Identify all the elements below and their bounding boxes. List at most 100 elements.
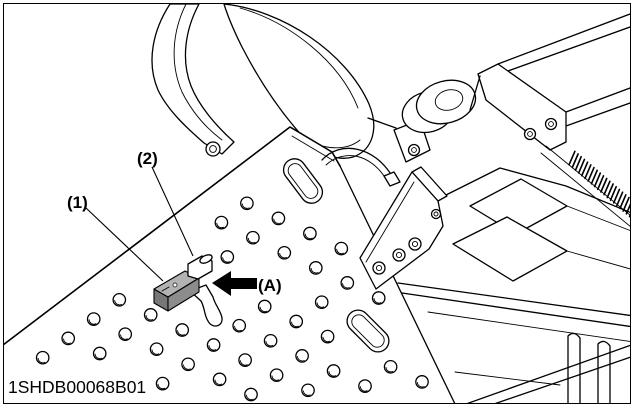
plate-hole-wall bbox=[151, 349, 160, 355]
plate-hole-rim bbox=[303, 226, 317, 241]
deck-pad-lower bbox=[452, 216, 568, 282]
spring-coil bbox=[612, 188, 621, 204]
leader-line-part-2 bbox=[151, 166, 194, 257]
machine-drawing bbox=[4, 4, 630, 403]
plate-hole-rim bbox=[334, 241, 349, 256]
leader-line-part-1 bbox=[85, 207, 164, 282]
plate-hole-rim bbox=[232, 318, 247, 333]
plate-hole-rim bbox=[220, 250, 235, 264]
plate-hole bbox=[155, 376, 170, 391]
plate-hole bbox=[35, 350, 50, 365]
plate-hole-rim bbox=[340, 276, 355, 290]
plate-hole bbox=[112, 292, 127, 307]
deck-edge bbox=[566, 205, 630, 231]
bracket-bolt-head bbox=[392, 248, 406, 262]
plate-hole-wall bbox=[37, 357, 46, 364]
perforated-plate bbox=[4, 126, 456, 403]
spring-coil bbox=[622, 196, 630, 212]
plate-hole bbox=[320, 329, 335, 344]
plate-hole bbox=[289, 314, 304, 329]
plate-hole-rim bbox=[155, 376, 170, 391]
spring-coil bbox=[615, 191, 624, 207]
spring-coil bbox=[577, 158, 586, 174]
plate-slot-outer bbox=[282, 158, 324, 204]
frame-bracket-bolt bbox=[544, 117, 558, 131]
plate-right-edge bbox=[339, 165, 456, 403]
plate-hole bbox=[326, 364, 341, 378]
plate-hole-wall bbox=[94, 353, 103, 359]
plate-hole-rim bbox=[246, 230, 260, 245]
plate-hole-rim bbox=[175, 323, 190, 337]
plate-hole-rim bbox=[143, 308, 158, 322]
switch-plunger-tip bbox=[199, 254, 213, 264]
plate-hole-rim bbox=[238, 353, 252, 367]
plate-hole-rim bbox=[212, 372, 227, 387]
callout-label-part-1: (1) bbox=[67, 193, 88, 212]
seat-mount-bolt bbox=[205, 141, 221, 157]
plate-hole bbox=[86, 312, 101, 326]
plate-hole-wall bbox=[316, 302, 325, 308]
plate-hole-wall bbox=[416, 382, 425, 388]
frame-bracket-plate bbox=[477, 63, 567, 151]
plate-hole-wall bbox=[222, 257, 230, 263]
plate-hole bbox=[371, 291, 386, 305]
plate-hole-wall bbox=[336, 248, 344, 255]
plate-hole bbox=[263, 333, 278, 348]
seat-mount-bolt-head bbox=[205, 141, 221, 157]
frame-bolt-center bbox=[527, 131, 533, 137]
plate-hole-rim bbox=[181, 357, 195, 372]
frame-rail bbox=[507, 26, 630, 72]
plate-slot-upper bbox=[282, 158, 324, 204]
bracket-bolt-center bbox=[375, 264, 383, 272]
plate-hole-wall bbox=[114, 299, 122, 306]
frame-brace bbox=[466, 344, 630, 403]
plate-hole bbox=[212, 372, 227, 387]
plate-hole-wall bbox=[145, 315, 154, 321]
plate-edge-thickness bbox=[291, 135, 335, 162]
seat bbox=[151, 4, 375, 159]
plate-hole-wall bbox=[385, 366, 394, 373]
plate-surface bbox=[4, 127, 455, 403]
hub-arm bbox=[469, 75, 481, 111]
plate-hole-wall bbox=[63, 338, 71, 344]
plate-hole-rim bbox=[214, 215, 229, 230]
plate-hole-wall bbox=[297, 356, 305, 362]
plate-hole-rim bbox=[118, 327, 133, 342]
plate-hole-rim bbox=[320, 329, 335, 344]
wire bbox=[325, 155, 387, 180]
plate-hole-rim bbox=[35, 350, 50, 365]
plate-hole bbox=[358, 379, 372, 393]
plate-hole-wall bbox=[328, 371, 337, 377]
rail-line bbox=[397, 282, 630, 317]
switch-plunger bbox=[187, 254, 213, 280]
lower-frame bbox=[454, 332, 630, 403]
plate-hole-wall bbox=[322, 336, 331, 343]
frame-bracket-bolt bbox=[523, 127, 537, 141]
plate-hole-rim bbox=[257, 299, 272, 314]
deck bbox=[435, 167, 630, 282]
plate-hole-rim bbox=[269, 368, 284, 383]
plate-hole-wall bbox=[342, 283, 350, 289]
plate-hole bbox=[277, 245, 292, 260]
deck-edge bbox=[566, 250, 630, 270]
plate-hole-wall bbox=[304, 233, 313, 239]
plate-hole-rim bbox=[277, 245, 292, 260]
direction-arrow-a bbox=[212, 271, 257, 296]
plate-hole-wall bbox=[245, 394, 254, 400]
plate-hole-wall bbox=[259, 306, 268, 312]
plate-hole-rim bbox=[383, 359, 398, 374]
upper-frame bbox=[477, 13, 630, 151]
frame-brace bbox=[494, 356, 630, 403]
plate-hole bbox=[415, 375, 429, 389]
wire bbox=[321, 147, 393, 177]
switch-lever-arm bbox=[189, 284, 223, 327]
frame-bolt-center bbox=[548, 121, 554, 127]
deck-edge bbox=[435, 167, 630, 214]
plate-hole-rim bbox=[112, 292, 127, 307]
plate-hole-wall bbox=[359, 386, 368, 392]
spring-coil bbox=[609, 185, 618, 201]
plate-hole-wall bbox=[247, 237, 256, 244]
spring-coil bbox=[571, 153, 579, 169]
seat-cushion-seam bbox=[239, 7, 359, 109]
